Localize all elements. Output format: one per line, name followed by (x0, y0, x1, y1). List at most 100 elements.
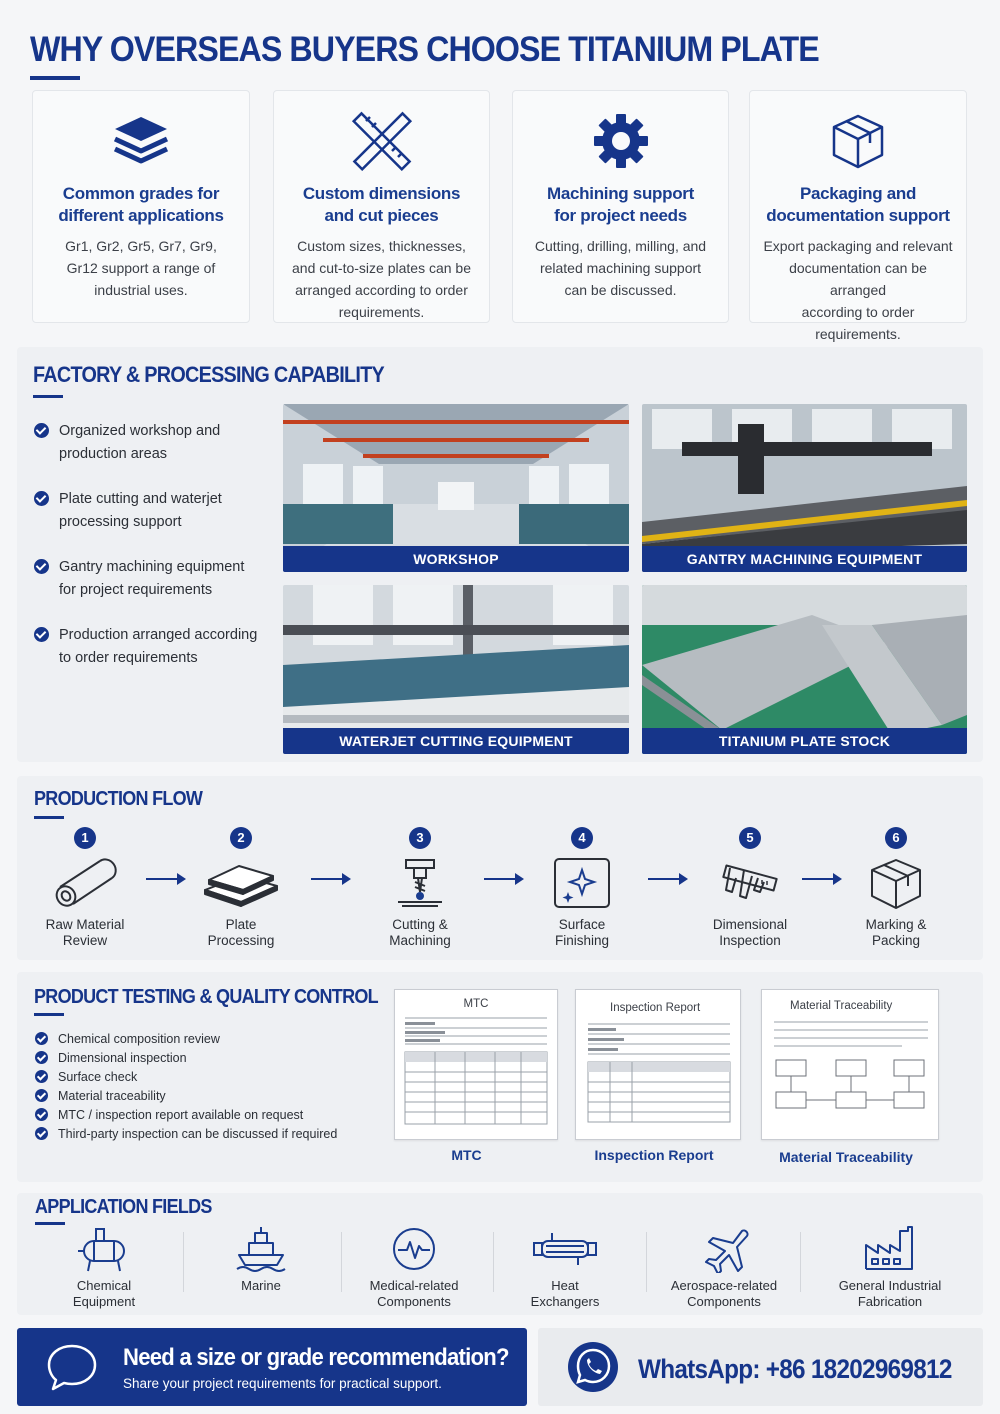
feature-title: different applications (58, 206, 224, 225)
step-label: Plate (225, 917, 257, 932)
qc-item-text: Chemical composition review (58, 1031, 220, 1046)
point-text: Production arranged according (59, 627, 258, 643)
list-item: Material traceability (35, 1086, 337, 1105)
airplane-icon (649, 1224, 799, 1274)
whatsapp-number[interactable]: WhatsApp: +86 18202969812 (638, 1354, 952, 1384)
flow-title-underline (34, 816, 64, 819)
doc-header: MTC (463, 998, 489, 1010)
feature-text: according to order (801, 304, 915, 320)
recommendation-banner[interactable]: Need a size or grade recommendation? Sha… (17, 1328, 527, 1406)
check-icon (35, 1089, 48, 1102)
divider (341, 1232, 342, 1292)
qc-item-text: Material traceability (58, 1088, 166, 1103)
check-icon (35, 1032, 48, 1045)
step-number: 4 (571, 827, 593, 849)
qc-item-text: Dimensional inspection (58, 1050, 187, 1065)
photo-caption: WORKSHOP (283, 546, 629, 572)
feature-text: documentation can be arranged (789, 260, 927, 298)
feature-card-dimensions: Custom dimensions and cut pieces Custom s… (273, 90, 490, 323)
photo-waterjet: WATERJET CUTTING EQUIPMENT (283, 585, 629, 754)
feature-text: Custom sizes, thicknesses, (297, 238, 466, 254)
app-label: Chemical (76, 1278, 132, 1293)
list-item: MTC / inspection report available on req… (35, 1105, 337, 1124)
step-number: 2 (230, 827, 252, 849)
step-label: Inspection (719, 933, 781, 948)
list-item: Chemical composition review (35, 1029, 337, 1048)
app-label: Components (687, 1294, 761, 1309)
point-text: processing support (59, 514, 182, 530)
tank-icon (29, 1224, 179, 1274)
photo-caption: WATERJET CUTTING EQUIPMENT (283, 728, 629, 754)
step-number: 3 (409, 827, 431, 849)
doc-material-traceability: Material Traceability (761, 989, 939, 1140)
factory-title: FACTORY & PROCESSING CAPABILITY (33, 362, 385, 387)
whatsapp-icon (566, 1340, 620, 1399)
check-icon (34, 559, 49, 574)
step-label: Dimensional (712, 917, 788, 932)
doc-inspection-report: Inspection Report (575, 989, 741, 1140)
qc-item-text: Surface check (58, 1069, 138, 1084)
point-text: for project requirements (59, 582, 213, 598)
list-item: Surface check (35, 1067, 337, 1086)
flow-step-3: 3 Cutting &Machining (355, 827, 485, 949)
applications-title: APPLICATION FIELDS (35, 1196, 212, 1218)
qc-title-underline (34, 1013, 64, 1016)
chat-bubble-icon (45, 1342, 99, 1397)
app-label: Components (377, 1294, 451, 1309)
cta-headline: Need a size or grade recommendation? (123, 1344, 510, 1371)
point-text: Gantry machining equipment (59, 559, 245, 575)
qc-item-text: MTC / inspection report available on req… (58, 1107, 304, 1122)
step-label: Surface (558, 917, 606, 932)
flow-arrow (311, 873, 351, 885)
caliper-icon (685, 851, 815, 917)
check-icon (34, 491, 49, 506)
doc-caption: Inspection Report (594, 1147, 714, 1163)
flow-arrow (146, 873, 186, 885)
list-item: Third-party inspection can be discussed … (35, 1124, 337, 1143)
step-number: 1 (74, 827, 96, 849)
app-label: Marine (241, 1278, 281, 1293)
feature-text: requirements. (815, 326, 901, 342)
feature-text: related machining support (539, 260, 702, 276)
list-item: Gantry machining equipment for project re… (34, 556, 274, 602)
feature-text: Cutting, drilling, milling, and (534, 238, 707, 254)
sparkle-surface-icon (517, 851, 647, 917)
check-icon (34, 627, 49, 642)
whatsapp-contact[interactable]: WhatsApp: +86 18202969812 (538, 1328, 983, 1406)
feature-title: Packaging and (799, 184, 917, 203)
box-icon (831, 851, 961, 917)
heat-exchanger-icon (490, 1224, 640, 1274)
step-label: Machining (389, 933, 451, 948)
check-icon (35, 1108, 48, 1121)
feature-title: and cut pieces (324, 206, 439, 225)
feature-text: arranged according to order (295, 282, 468, 298)
feature-title: documentation support (766, 206, 950, 225)
pipe-icon (20, 851, 150, 917)
feature-title: Custom dimensions (302, 184, 461, 203)
app-marine: Marine (186, 1224, 336, 1294)
check-icon (35, 1127, 48, 1140)
doc-header: Material Traceability (790, 1000, 893, 1012)
flow-step-6: 6 Marking &Packing (831, 827, 961, 949)
ruler-pencil-icon (284, 101, 479, 181)
app-label: General Industrial (838, 1278, 942, 1293)
photo-plate-stock: TITANIUM PLATE STOCK (642, 585, 967, 754)
step-number: 5 (739, 827, 761, 849)
qc-list: Chemical composition review Dimensional … (35, 1029, 337, 1143)
app-label: Medical-related (369, 1278, 459, 1293)
photo-caption: TITANIUM PLATE STOCK (642, 728, 967, 754)
step-label: Raw Material (45, 917, 125, 932)
